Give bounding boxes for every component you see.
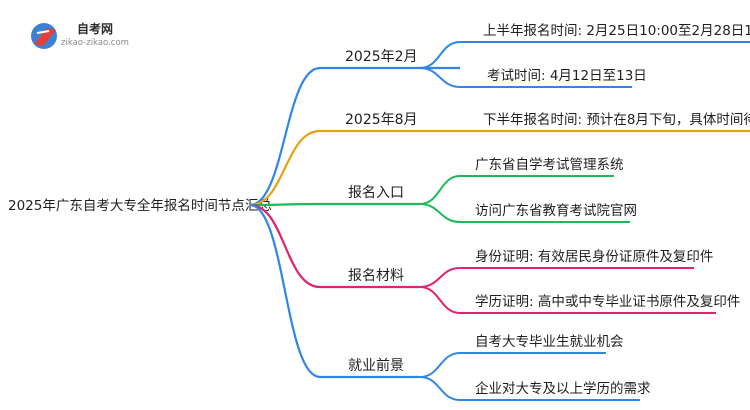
leaf-3-1-edge bbox=[419, 175, 614, 205]
pen-icon bbox=[34, 28, 56, 46]
branch-label-feb: 2025年2月 bbox=[345, 49, 418, 65]
leaf-5-1-edge bbox=[419, 352, 606, 378]
leaf-1-1-edge bbox=[419, 41, 750, 69]
branch-5-edge bbox=[249, 203, 420, 379]
branch-4-edge bbox=[249, 203, 420, 289]
leaf-4-2-edge bbox=[419, 286, 716, 314]
leaf-employer-demand: 企业对大专及以上学历的需求 bbox=[475, 380, 651, 397]
branch-label-materials: 报名材料 bbox=[348, 268, 404, 284]
logo-url: zikao-zikao.com bbox=[61, 38, 129, 48]
leaf-registration-h1: 上半年报名时间: 2月25日10:00至2月28日12:00 bbox=[483, 23, 750, 39]
branch-3-edge bbox=[249, 202, 420, 207]
edges bbox=[249, 41, 750, 401]
logo-mark bbox=[36, 30, 50, 34]
logo-name: 自考网 bbox=[77, 21, 113, 36]
leaf-id-proof: 身份证明: 有效居民身份证原件及复印件 bbox=[475, 248, 713, 265]
leaf-education-proof: 学历证明: 高中或中专毕业证书原件及复印件 bbox=[475, 293, 740, 310]
branch-2-edge bbox=[249, 129, 750, 207]
leaf-4-1-edge bbox=[419, 267, 694, 288]
leaf-1-2-edge bbox=[419, 67, 632, 88]
leaf-registration-h2: 下半年报名时间: 预计在8月下旬，具体时间待定 bbox=[483, 112, 750, 128]
branch-1-edge bbox=[249, 66, 460, 207]
leaf-employment-opportunities: 自考大专毕业生就业机会 bbox=[475, 334, 624, 350]
root-node: 2025年广东自考大专全年报名时间节点汇总 bbox=[8, 197, 272, 214]
leaf-exam-time: 考试时间: 4月12日至13日 bbox=[487, 68, 647, 84]
leaf-exam-authority-site: 访问广东省教育考试院官网 bbox=[475, 203, 637, 219]
site-logo: 自考网 zikao-zikao.com bbox=[31, 21, 129, 49]
branch-label-career: 就业前景 bbox=[348, 357, 404, 374]
branch-label-entry: 报名入口 bbox=[348, 185, 404, 201]
leaf-3-2-edge bbox=[419, 203, 630, 223]
branch-label-aug: 2025年8月 bbox=[345, 112, 418, 128]
leaf-exam-system: 广东省自学考试管理系统 bbox=[475, 157, 624, 173]
leaf-5-2-edge bbox=[419, 376, 640, 401]
